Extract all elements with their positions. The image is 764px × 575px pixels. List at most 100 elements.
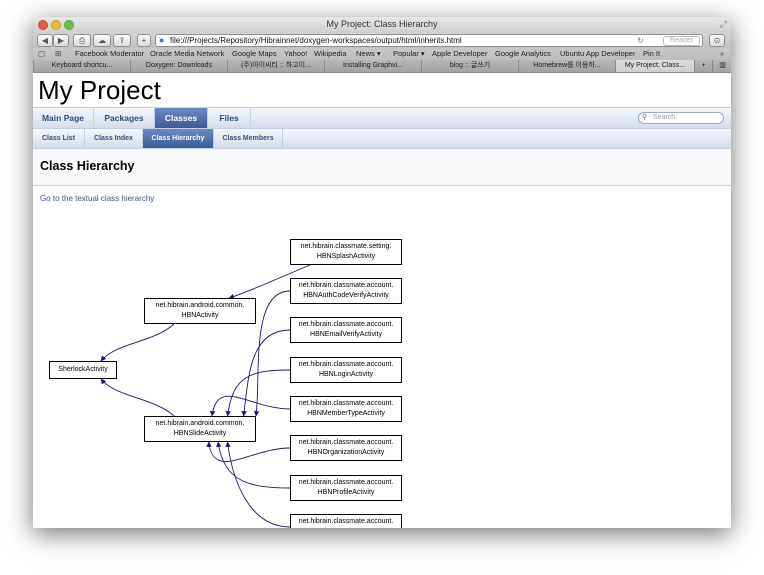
forward-button[interactable]: ▶ xyxy=(53,34,69,47)
class-node-hbnslide[interactable]: net.hibrain.android.common. HBNSlideActiv… xyxy=(144,416,256,442)
class-node-splash[interactable]: net.hibrain.classmate.setting.HBNSplashA… xyxy=(290,239,402,265)
class-node-profile[interactable]: net.hibrain.classmate.account. HBNProfile… xyxy=(290,475,402,501)
globe-icon: ● xyxy=(159,35,165,45)
bookmark-item[interactable]: Pin It xyxy=(643,49,661,58)
tab-class-list[interactable]: Class List xyxy=(33,129,85,148)
class-node-label: SherlockActivity xyxy=(58,366,108,373)
top-sites-icon[interactable]: ⊞ xyxy=(55,49,62,58)
back-button[interactable]: ◀ xyxy=(37,34,53,47)
add-tab-button[interactable]: + xyxy=(694,60,712,72)
bookmark-item[interactable]: Apple Developer xyxy=(432,49,488,58)
bookmark-item[interactable]: Ubuntu App Developer xyxy=(560,49,636,58)
class-node-label: HBNOrganizationActivity xyxy=(307,449,385,456)
tab-classes[interactable]: Classes xyxy=(155,108,208,128)
search-input[interactable]: ⚲ Search xyxy=(638,112,724,124)
bookmark-item[interactable]: News ▾ xyxy=(356,49,381,58)
class-node-org[interactable]: net.hibrain.classmate.account. HBNOrganiz… xyxy=(290,435,402,461)
address-url: file:///Projects/Repository/Hibrainnet/d… xyxy=(170,36,462,45)
class-node-label: HBNSplashActivity xyxy=(316,253,376,260)
inheritance-edge-authcode-hbnslide xyxy=(253,290,291,417)
reload-icon[interactable]: ↻ xyxy=(637,36,644,45)
more-bookmarks-icon[interactable]: » xyxy=(720,49,725,58)
tab-main-page[interactable]: Main Page xyxy=(33,108,94,128)
page-content: My Project Main Page Packages Classes Fi… xyxy=(33,73,731,528)
inheritance-edge-hbnslide-sherlock xyxy=(100,378,175,417)
bookmark-item[interactable]: Google Analytics xyxy=(495,49,551,58)
inheritance-edge-splash-hbnactivity xyxy=(228,264,311,300)
reader-button[interactable]: Reader xyxy=(663,36,700,46)
tab-class-hierarchy[interactable]: Class Hierarchy xyxy=(143,129,214,148)
inheritance-edge-hbnactivity-sherlock xyxy=(100,323,175,362)
tab-packages[interactable]: Packages xyxy=(94,108,155,128)
page-title: Class Hierarchy xyxy=(40,159,135,173)
downloads-icon[interactable]: ⊙ xyxy=(709,34,725,47)
class-node-label: HBNMemberTypeActivity xyxy=(307,410,385,417)
window-title: My Project: Class Hierarchy xyxy=(326,19,438,29)
browser-tab[interactable]: (주)아이씨티 :: 하고이... xyxy=(227,60,324,72)
browser-tab[interactable]: Homebrew를 이용하... xyxy=(518,60,615,72)
class-node-rule[interactable]: net.hibrain.classmate.account. HBNRuleAct… xyxy=(290,514,402,528)
page-header: Class Hierarchy xyxy=(33,149,731,186)
bookmark-item[interactable]: Oracle Media Network xyxy=(150,49,225,58)
class-node-label: HBNEmailVerifyActivity xyxy=(310,331,382,338)
class-node-label: net.hibrain.android.common. xyxy=(155,302,245,309)
sub-nav: Class List Class Index Class Hierarchy C… xyxy=(33,129,731,149)
class-node-label: HBNAuthCodeVerifyActivity xyxy=(303,292,389,299)
tab-class-index[interactable]: Class Index xyxy=(85,129,143,148)
tab-files[interactable]: Files xyxy=(208,108,251,128)
tab-class-members[interactable]: Class Members xyxy=(214,129,283,148)
address-bar[interactable]: ● file:///Projects/Repository/Hibrainnet… xyxy=(155,34,703,47)
browser-tab[interactable]: blog :: 글쓰기 xyxy=(421,60,518,72)
print-button[interactable]: ⎙ xyxy=(73,34,91,47)
inheritance-edge-profile-hbnslide xyxy=(216,441,291,489)
class-node-label: net.hibrain.classmate.account. xyxy=(298,361,394,368)
inheritance-edge-rule-hbnslide xyxy=(225,441,291,528)
minimize-window-button[interactable] xyxy=(51,20,61,30)
inheritance-edge-email-hbnslide xyxy=(241,329,291,417)
bookmark-item[interactable]: Facebook Moderator xyxy=(75,49,145,58)
class-node-label: HBNProfileActivity xyxy=(317,489,375,496)
class-node-label: HBNSlideActivity xyxy=(173,430,227,437)
class-node-label: HBNRuleActivity xyxy=(291,527,401,528)
tab-overview-icon[interactable]: ▥ xyxy=(712,60,731,72)
browser-window: My Project: Class Hierarchy ⤢ ◀ ▶ ⎙ ☁ ⇪ … xyxy=(33,17,731,528)
class-node-label: net.hibrain.classmate.account. xyxy=(298,439,394,446)
class-node-authcode[interactable]: net.hibrain.classmate.account. HBNAuthCod… xyxy=(290,278,402,304)
class-node-membertype[interactable]: net.hibrain.classmate.account.HBNMemberT… xyxy=(290,396,402,422)
main-nav: Main Page Packages Classes Files ⚲ Searc… xyxy=(33,107,731,129)
bookmark-item[interactable]: Yahoo! xyxy=(284,49,308,58)
class-hierarchy-graph xyxy=(100,264,311,528)
textual-hierarchy-link[interactable]: Go to the textual class hierarchy xyxy=(40,194,155,203)
class-node-label: net.hibrain.classmate.account. xyxy=(298,282,394,289)
inheritance-edge-membertype-hbnslide xyxy=(209,395,291,417)
browser-tab-active[interactable]: My Project: Class... xyxy=(615,60,694,72)
class-node-label: net.hibrain.classmate.account. xyxy=(298,518,394,525)
reading-list-icon[interactable]: ▢ xyxy=(38,49,46,58)
class-node-email[interactable]: net.hibrain.classmate.account.HBNEmailVe… xyxy=(290,317,402,343)
browser-tab[interactable]: Doxygen: Downloads xyxy=(130,60,227,72)
bookmark-item[interactable]: Google Maps xyxy=(232,49,277,58)
icloud-icon[interactable]: ☁ xyxy=(93,34,111,47)
bookmarks-bar: ▢ ⊞ Facebook Moderator Oracle Media Netw… xyxy=(33,48,731,60)
browser-tab[interactable]: Keyboard shortcu... xyxy=(33,60,130,72)
browser-tab[interactable]: Installing Graphvi... xyxy=(324,60,421,72)
project-name: My Project xyxy=(38,75,161,105)
zoom-window-button[interactable] xyxy=(64,20,74,30)
title-bar: My Project: Class Hierarchy ⤢ xyxy=(33,17,731,33)
share-icon[interactable]: ⇪ xyxy=(113,34,131,47)
bookmark-item[interactable]: Popular ▾ xyxy=(393,49,425,58)
class-node-login[interactable]: net.hibrain.classmate.account.HBNLoginAc… xyxy=(290,357,402,383)
class-node-hbnactivity[interactable]: net.hibrain.android.common. HBNActivity xyxy=(144,298,256,324)
inheritance-edge-login-hbnslide xyxy=(225,369,291,417)
class-node-label: HBNActivity xyxy=(181,312,219,319)
class-node-sherlock[interactable]: SherlockActivity xyxy=(49,361,117,379)
search-placeholder: Search xyxy=(653,114,676,121)
bookmark-item[interactable]: Wikipedia xyxy=(314,49,347,58)
tab-bar: Keyboard shortcu... Doxygen: Downloads (… xyxy=(33,60,731,73)
fullscreen-icon[interactable]: ⤢ xyxy=(719,19,727,29)
class-node-label: net.hibrain.classmate.account. xyxy=(298,479,394,486)
class-node-label: net.hibrain.android.common. xyxy=(155,420,245,427)
new-tab-button[interactable]: + xyxy=(137,34,151,47)
inheritance-edge-org-hbnslide xyxy=(206,441,291,462)
close-window-button[interactable] xyxy=(38,20,48,30)
